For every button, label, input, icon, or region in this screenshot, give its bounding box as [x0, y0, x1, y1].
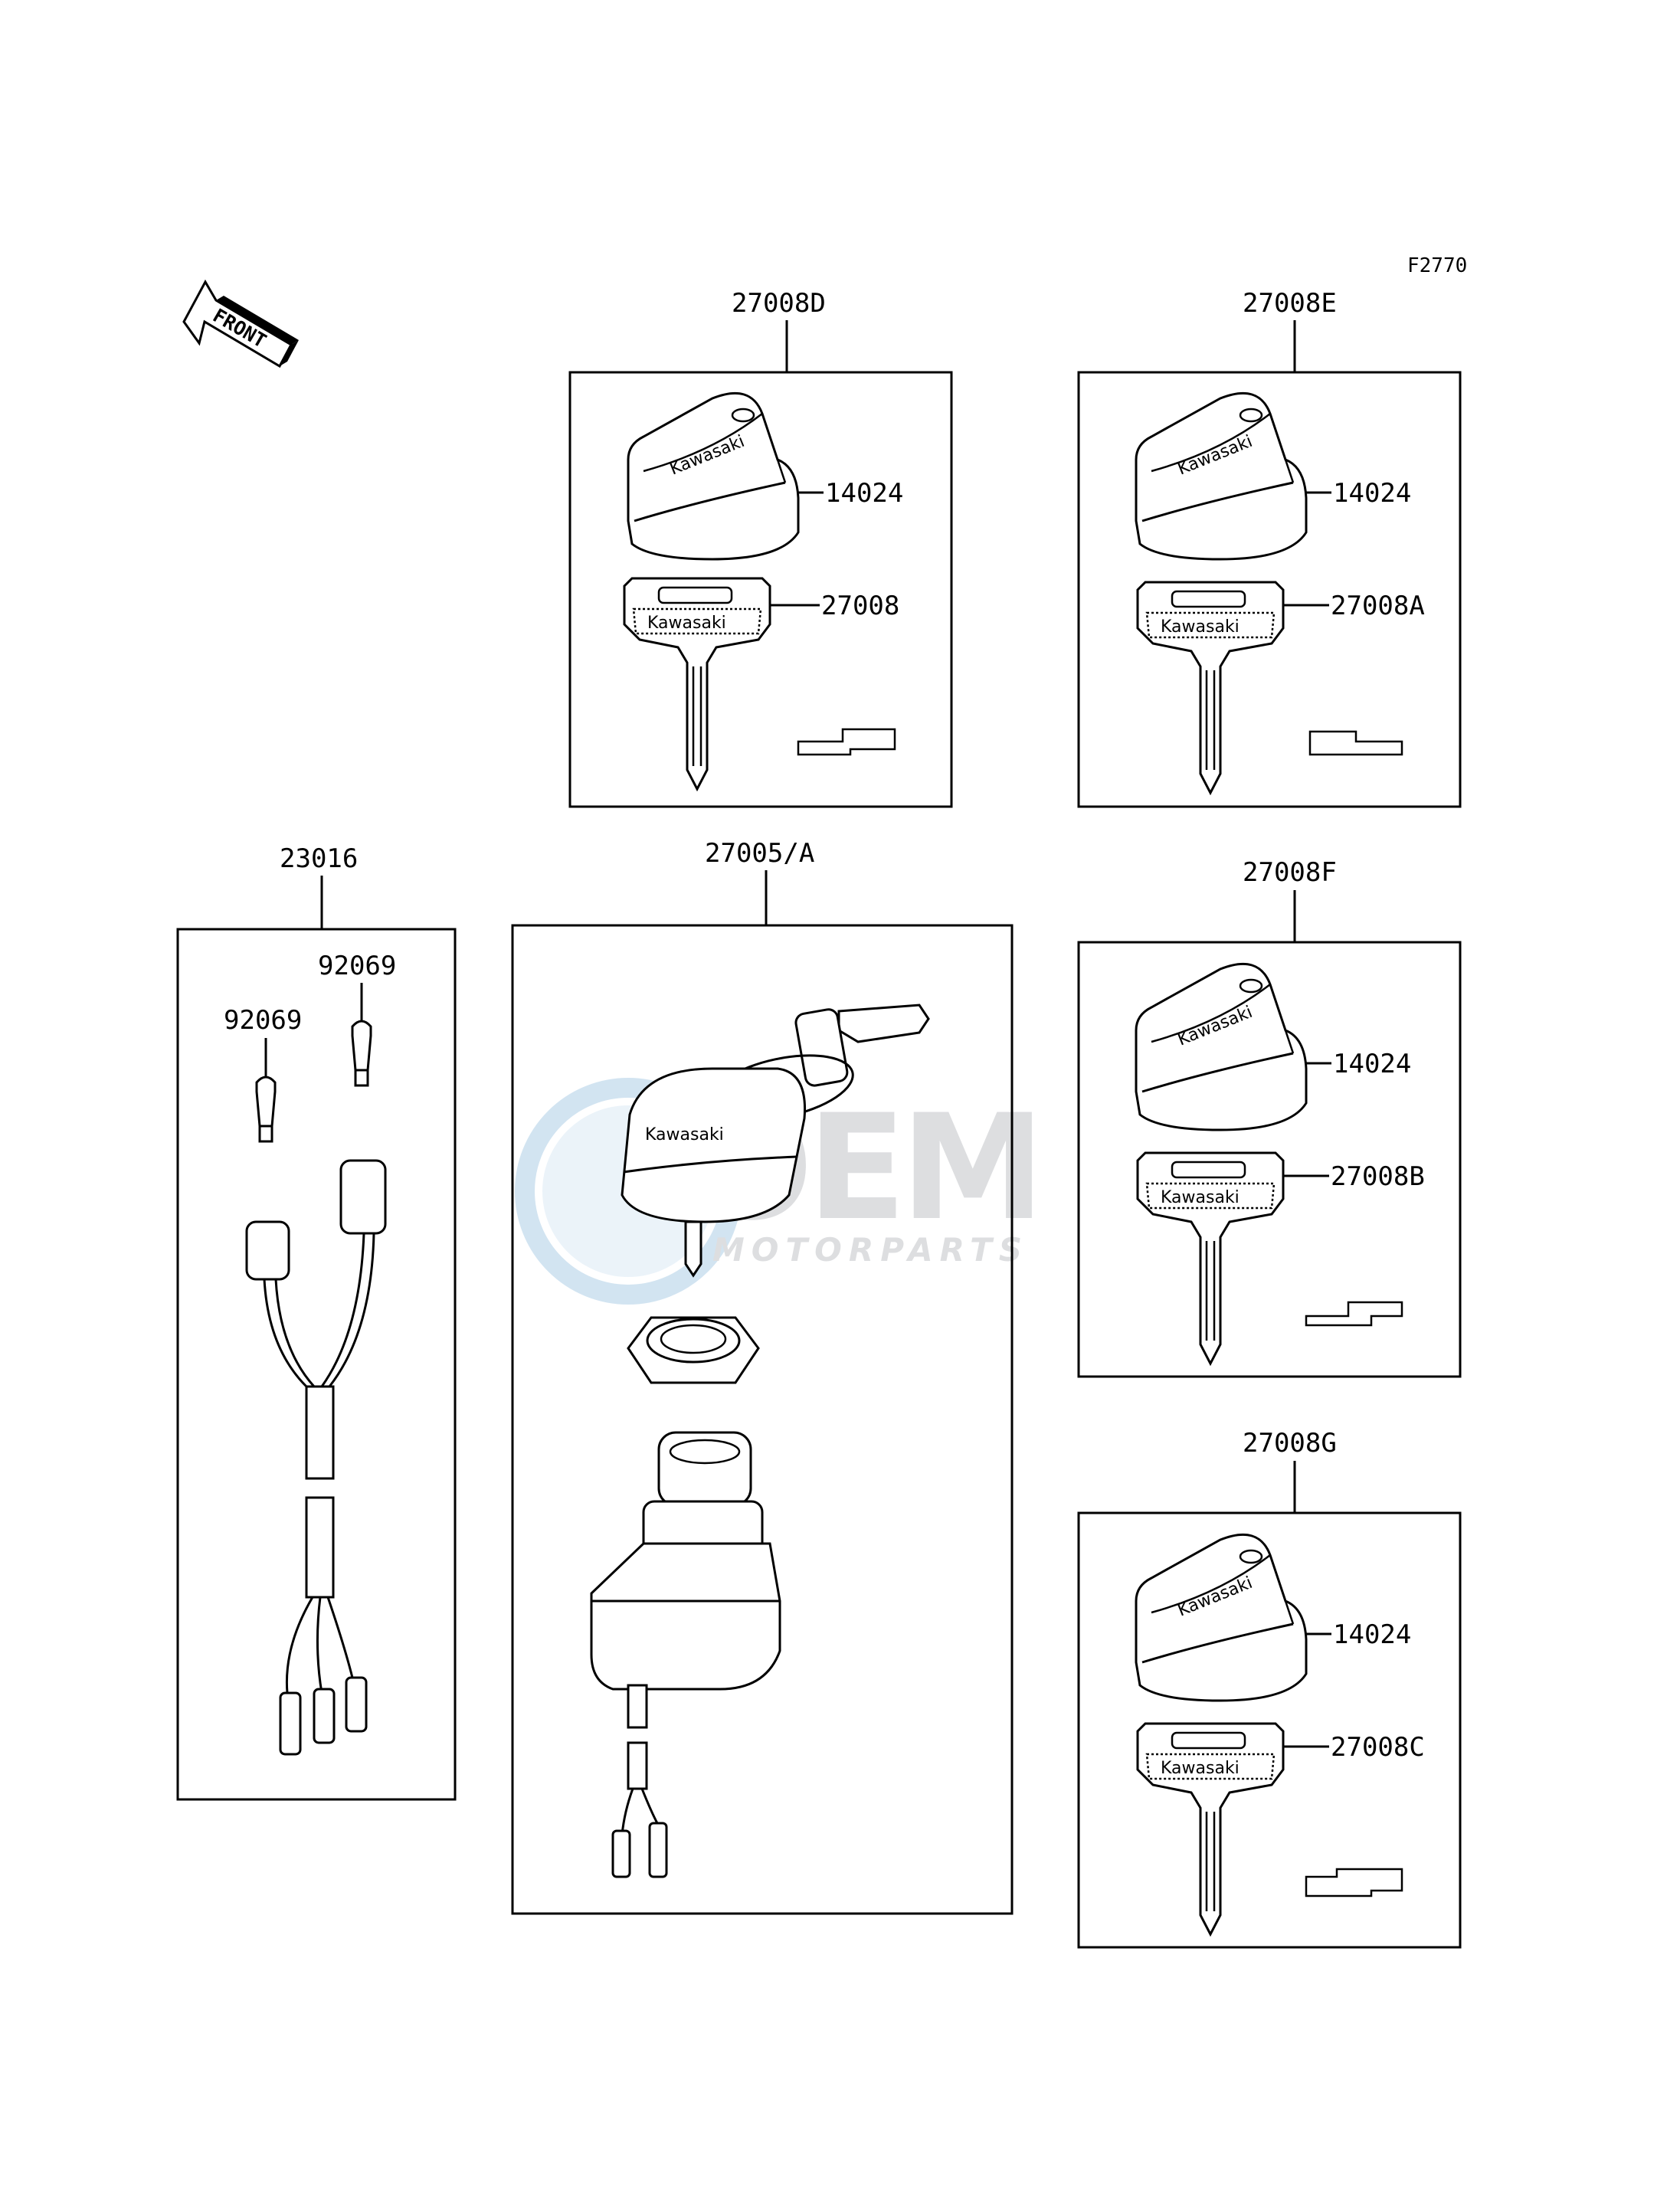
key-blank-27008C: Kawasaki	[1136, 1722, 1285, 1936]
key-cut-symbol	[1308, 730, 1403, 756]
group-27008D: 27008D Kawasaki 14024 Kawasaki 27008	[568, 288, 953, 808]
key-blank-27008: Kawasaki	[623, 577, 771, 791]
group-label-27008F: 27008F	[1243, 857, 1337, 888]
callout-27008: 27008	[821, 591, 899, 621]
callout-27008C: 27008C	[1331, 1732, 1425, 1763]
brand-text: Kawasaki	[647, 614, 726, 633]
wire-harness-23016	[245, 1159, 387, 1756]
key-blank-27008B: Kawasaki	[1136, 1151, 1285, 1365]
callout-27008B: 27008B	[1331, 1161, 1425, 1192]
group-box-27008G	[1077, 1511, 1462, 1949]
key-cap-14024: Kawasaki	[1135, 1533, 1308, 1702]
group-label-27005A: 27005/A	[705, 838, 814, 869]
group-box-23016	[176, 928, 457, 1801]
callout-14024: 14024	[1333, 1049, 1411, 1079]
bulb-92069	[351, 1020, 372, 1087]
brand-text: Kawasaki	[1161, 1188, 1240, 1207]
key-cap-14024: Kawasaki	[1135, 962, 1308, 1131]
callout-14024: 14024	[1333, 1619, 1411, 1650]
group-27008F: 27008F Kawasaki 14024 Kawasaki 27008B	[1077, 857, 1462, 1378]
key-blank-27008A: Kawasaki	[1136, 581, 1285, 794]
front-direction-arrow: FRONT	[182, 279, 299, 368]
callout-92069-left: 92069	[224, 1005, 302, 1036]
group-23016: 23016 92069 92069	[176, 843, 457, 1801]
ignition-switch	[590, 1431, 781, 1878]
switch-nut	[627, 1316, 760, 1384]
brand-text: Kawasaki	[1161, 617, 1240, 637]
key-cut-symbol	[797, 728, 896, 756]
group-label-27008G: 27008G	[1243, 1428, 1337, 1459]
key-cut-symbol	[1305, 1301, 1403, 1327]
ignition-key-set: Kawasaki	[621, 1004, 930, 1278]
brand-text: Kawasaki	[1161, 1759, 1240, 1778]
key-cap-14024: Kawasaki	[1135, 391, 1308, 561]
callout-92069-right: 92069	[318, 951, 396, 981]
group-label-27008E: 27008E	[1243, 288, 1337, 319]
group-box-27008E	[1077, 371, 1462, 808]
group-27005A: 27005/A Kawasaki	[511, 838, 1014, 1915]
figure-code: F2770	[1407, 254, 1467, 277]
callout-27008A: 27008A	[1331, 591, 1425, 621]
group-label-27008D: 27008D	[732, 288, 826, 319]
bulb-92069	[255, 1076, 277, 1143]
group-box-27008D	[568, 371, 953, 808]
group-27008G: 27008G Kawasaki 14024 Kawasaki 27008C	[1077, 1428, 1462, 1949]
callout-14024: 14024	[1333, 478, 1411, 509]
watermark-sub: MOTORPARTS	[712, 1231, 1029, 1269]
callout-14024: 14024	[825, 478, 903, 509]
group-box-27005A	[511, 924, 1014, 1915]
group-27008E: 27008E Kawasaki 14024 Kawasaki 27008A	[1077, 288, 1462, 808]
group-box-27008F	[1077, 941, 1462, 1378]
key-cap-14024: Kawasaki	[627, 391, 800, 561]
group-label-23016: 23016	[280, 843, 358, 874]
brand-text: Kawasaki	[645, 1125, 724, 1144]
key-cut-symbol	[1305, 1868, 1403, 1897]
